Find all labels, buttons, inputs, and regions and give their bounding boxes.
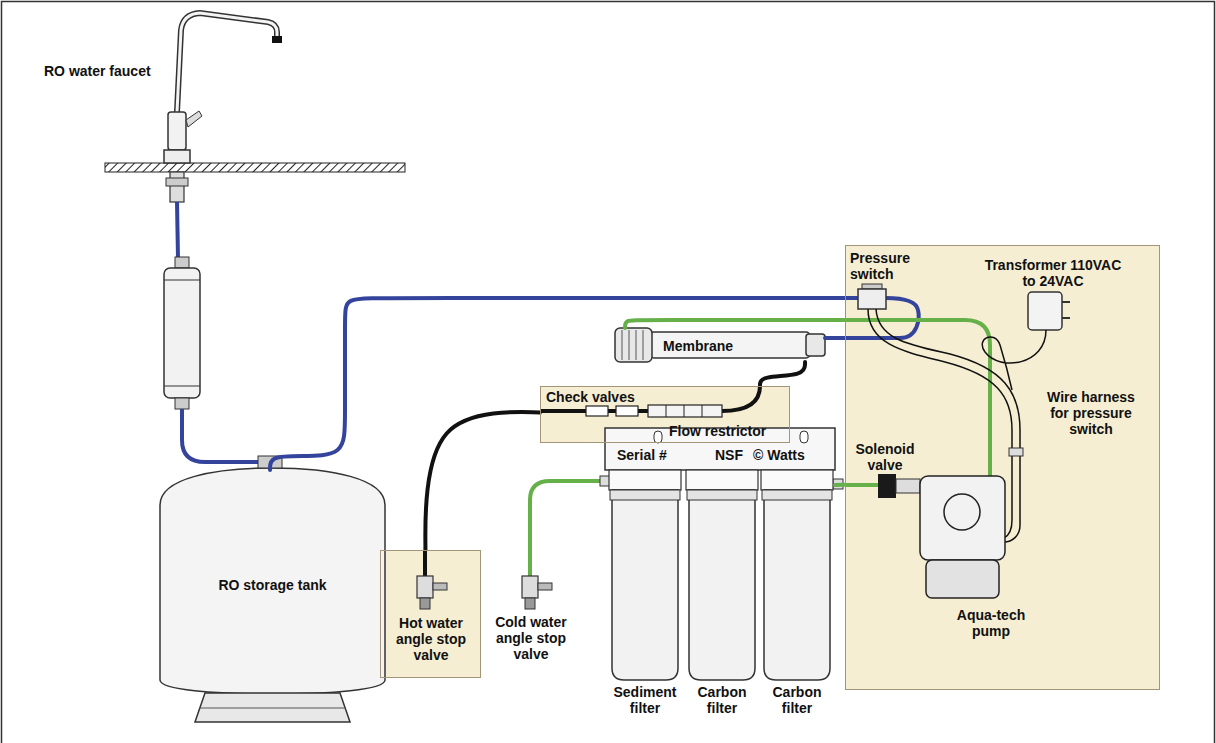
faucet-shank — [170, 172, 184, 202]
flow-restrictor — [648, 405, 722, 417]
transformer — [1028, 292, 1062, 330]
countertop — [105, 163, 405, 172]
part-label: RO water faucet — [44, 63, 151, 79]
solenoid-body — [896, 479, 920, 493]
part-label: Transformer 110VAC to 24VAC — [981, 257, 1125, 289]
filter-fitting — [175, 257, 189, 268]
valve-handle — [433, 583, 447, 590]
housing-collar — [610, 490, 680, 500]
pump-motor — [926, 560, 999, 598]
membrane-body — [650, 332, 810, 358]
part-label: Check valves — [546, 389, 635, 405]
water-tube — [835, 483, 845, 487]
bracket-slot — [654, 431, 662, 443]
cap-rib — [622, 330, 643, 360]
part-label: Pressure switch — [850, 250, 926, 282]
part-label: Hot water angle stop valve — [385, 615, 477, 663]
tank-stand — [195, 693, 350, 722]
water-tube — [177, 202, 178, 258]
valve-handle — [538, 583, 552, 590]
part-label: Aqua-tech pump — [946, 607, 1036, 639]
water-tube — [270, 298, 845, 470]
panel-fill — [380, 550, 481, 678]
panel-fill — [845, 245, 1160, 690]
faucet-spout — [177, 13, 277, 112]
restrictor-segment — [666, 405, 702, 417]
storage-tank: RO storage tank — [160, 470, 385, 692]
water-tube — [625, 320, 845, 328]
faucet-lever — [186, 111, 202, 127]
membrane-housing: Membrane — [615, 328, 825, 362]
bracket-slot — [800, 431, 808, 443]
part-label: Solenoid valve — [849, 441, 921, 473]
faucet-nut — [166, 178, 188, 186]
water-tube — [423, 550, 427, 576]
filter-head — [609, 470, 681, 490]
faucet-tip — [272, 36, 282, 43]
part-label: Cold water angle stop valve — [483, 614, 579, 662]
tank-body — [160, 468, 385, 694]
stand-rib — [200, 708, 345, 709]
part-label: Carbon filter — [764, 684, 830, 716]
filter-housing — [689, 490, 755, 680]
water-tube — [722, 386, 760, 411]
filter-band — [164, 386, 200, 387]
callout-panel: Check valvesFlow restrictor — [540, 386, 790, 443]
callout-panel: Hot water angle stop valve — [380, 550, 481, 678]
wire-connector — [1009, 448, 1023, 456]
inline-filter — [164, 268, 200, 398]
faucet-spout — [177, 13, 277, 112]
filter-head — [686, 470, 758, 490]
angle-stop-valve — [417, 576, 433, 598]
water-tube — [530, 481, 600, 576]
part-label: Sediment filter — [603, 684, 687, 716]
check-valve — [616, 406, 638, 416]
water-tube — [425, 412, 540, 550]
water-tube — [845, 320, 990, 476]
filter-fitting — [175, 398, 189, 409]
part-label: Carbon filter — [689, 684, 755, 716]
valve-pipe — [525, 598, 535, 609]
part-label: Wire harness for pressure switch — [1036, 389, 1146, 437]
part-label: Flow restrictor — [669, 423, 766, 439]
angle-stop-valve — [522, 576, 538, 598]
membrane-cap — [806, 334, 825, 356]
pump-detail — [944, 494, 980, 530]
check-valve — [586, 406, 608, 416]
part-label: NSF — [715, 447, 743, 463]
faucet-base — [164, 150, 190, 163]
part-label: © Watts — [753, 447, 805, 463]
power-cord — [982, 330, 1046, 390]
filter-housing — [764, 490, 830, 680]
component-panel: Pressure switch Transformer 110VAC to 24V… — [845, 245, 1160, 690]
valve-pipe — [420, 598, 430, 609]
part-label: RO storage tank — [218, 577, 326, 593]
water-tube — [825, 336, 845, 340]
part-label: Membrane — [663, 338, 733, 354]
filter-housing — [612, 490, 678, 680]
solenoid-coil — [878, 474, 896, 498]
filter-head — [761, 470, 833, 490]
part-label: Serial # — [617, 447, 667, 463]
water-tube — [182, 409, 262, 462]
membrane-cap — [615, 328, 652, 362]
water-tube — [845, 483, 878, 487]
pump-head — [920, 476, 1005, 560]
transformer-prong — [1062, 302, 1070, 318]
filter-band — [164, 280, 200, 281]
faucet-body — [168, 112, 186, 150]
housing-collar — [687, 490, 757, 500]
pressure-switch — [858, 289, 886, 309]
housing-collar — [762, 490, 832, 500]
water-tube — [760, 362, 805, 386]
